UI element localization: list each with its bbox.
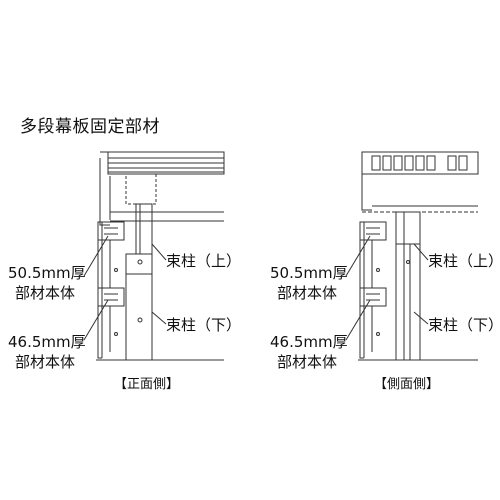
side-label-thickness-50: 50.5mm厚 [270,264,348,282]
front-bracket-top-50 [97,221,125,241]
front-label-thickness-46: 46.5mm厚 [8,333,86,351]
side-leader-upper [413,243,429,261]
side-leader-50 [345,235,371,277]
front-label-body-46: 部材本体 [15,353,76,371]
front-bracket-outline [97,222,102,359]
front-caption: 【正面側】 [114,377,180,392]
side-label-body-46: 部材本体 [277,353,338,371]
front-label-body-50: 部材本体 [15,284,76,302]
side-fascia-outline [361,152,372,211]
front-leader-upper [151,243,167,261]
side-deck-board [361,151,479,175]
side-leader-46 [345,299,371,341]
side-bracket-top-50 [359,221,387,241]
front-bracket-top-46 [97,287,125,307]
front-leader-46 [83,299,109,341]
front-label-post-lower: 束柱（下） [166,316,242,334]
side-label-post-upper: 束柱（上） [428,252,500,270]
side-bracket-outline [359,222,364,359]
side-post [395,211,421,361]
side-bracket-top-46 [359,287,387,307]
diagram-title: 多段幕板固定部材 [20,117,160,137]
side-caption: 【側面側】 [374,377,440,392]
front-leader-lower [151,311,167,325]
side-leader-lower [413,311,429,325]
front-label-post-upper: 束柱（上） [166,252,242,270]
side-label-post-lower: 束柱（下） [428,316,500,334]
front-leader-50 [83,235,109,277]
front-label-thickness-50: 50.5mm厚 [8,264,86,282]
side-label-thickness-46: 46.5mm厚 [270,333,348,351]
side-label-body-50: 部材本体 [277,284,338,302]
front-fascia-outline [99,158,110,226]
